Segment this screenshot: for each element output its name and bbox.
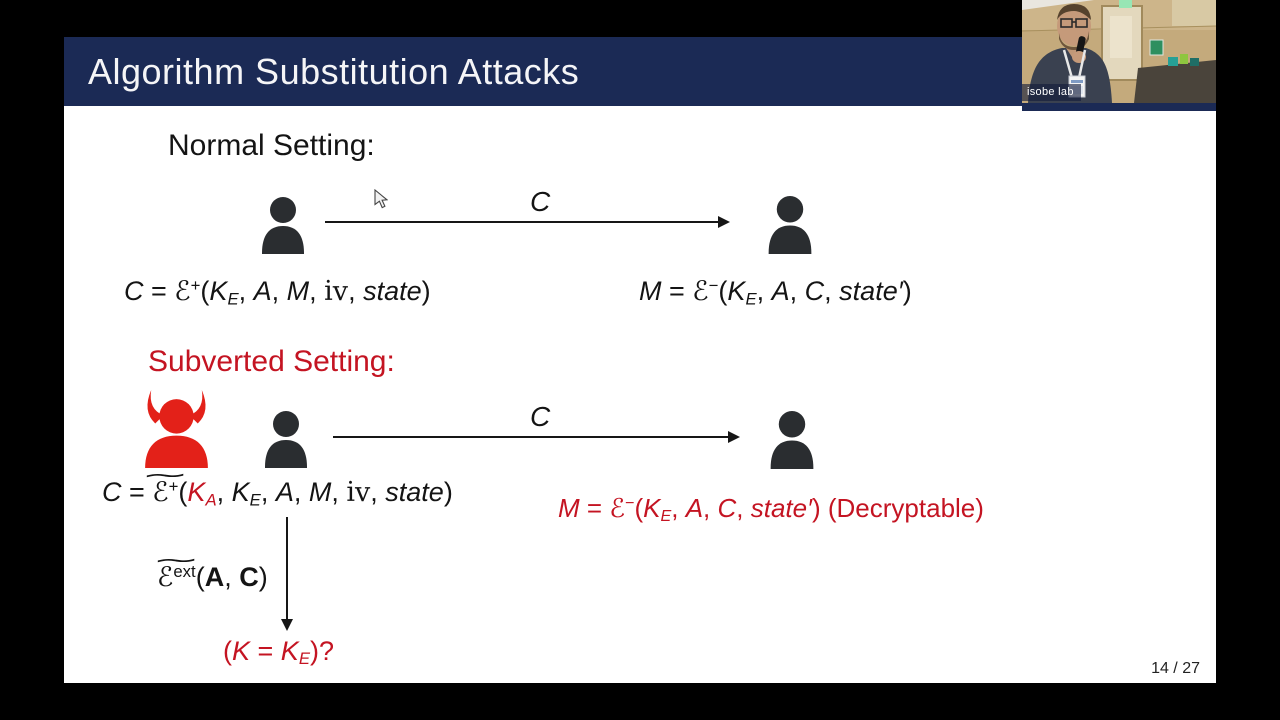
subverted-setting-heading: Subverted Setting: bbox=[148, 345, 395, 378]
subverted-encryption-formula: C = ∼ℰ+(KA, KE, A, M, iv, state) bbox=[102, 464, 453, 510]
ciphertext-label-normal: C bbox=[530, 186, 551, 217]
exfiltration-arrow bbox=[281, 517, 293, 631]
webcam-label: isobe lab bbox=[1022, 84, 1081, 101]
page-number: 14 / 27 bbox=[1151, 660, 1200, 677]
receiver-person-icon bbox=[765, 195, 815, 254]
subverted-decryption-formula: M = ℰ−(KE, A, C, state′) (Decryptable) bbox=[558, 493, 984, 526]
normal-setting-heading: Normal Setting: bbox=[168, 129, 375, 162]
normal-encryption-formula: C = ℰ+(KE, A, M, iv, state) bbox=[124, 276, 431, 309]
webcam-overlay: isobe lab bbox=[1022, 0, 1216, 111]
ciphertext-label-subverted: C bbox=[530, 401, 551, 432]
sender-person-icon bbox=[259, 196, 307, 254]
sender-person-icon-subverted bbox=[262, 410, 310, 468]
ciphertext-arrow-subverted bbox=[333, 431, 740, 443]
receiver-person-icon-subverted bbox=[767, 410, 817, 469]
normal-decryption-formula: M = ℰ−(KE, A, C, state′) bbox=[639, 276, 912, 309]
mouse-cursor-icon bbox=[374, 188, 389, 214]
slide-title: Algorithm Substitution Attacks bbox=[88, 50, 580, 92]
key-recovery-question: (K = KE)? bbox=[223, 636, 334, 669]
attacker-devil-icon bbox=[137, 388, 216, 469]
slide: Algorithm Substitution Attacks Normal Se… bbox=[64, 37, 1216, 683]
ciphertext-arrow-normal bbox=[325, 216, 730, 228]
exfiltration-formula: ∼ℰext(A, C) bbox=[151, 549, 268, 594]
